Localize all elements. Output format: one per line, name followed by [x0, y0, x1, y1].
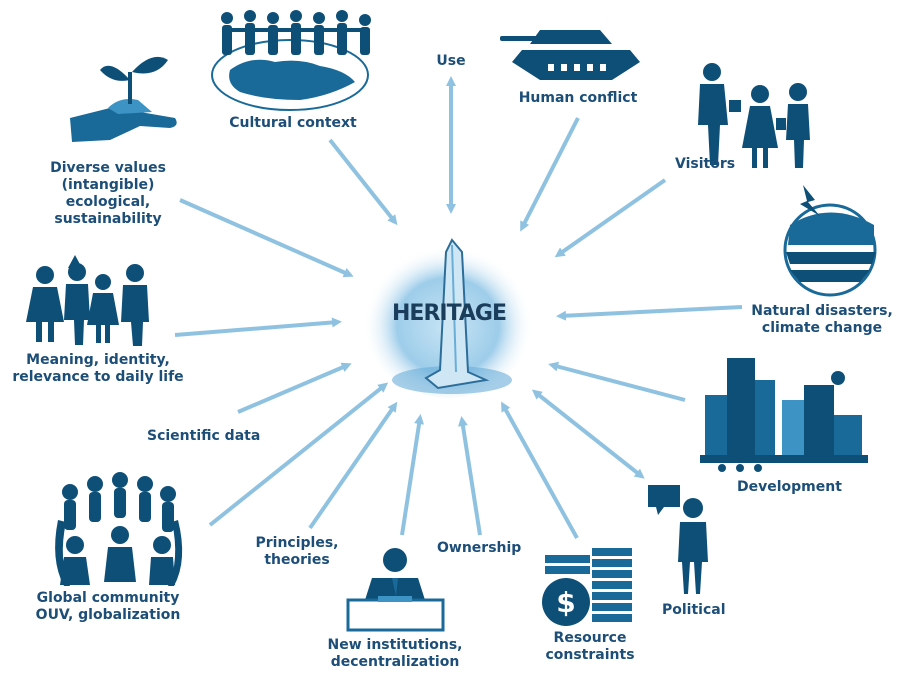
visitors-icon [698, 63, 810, 168]
speaker-icon [648, 485, 708, 594]
label-use: Use [436, 53, 466, 69]
arrow-human-conflict [520, 117, 580, 232]
label-ownership: Ownership [437, 540, 522, 556]
label-cultural-context: Cultural context [229, 115, 357, 131]
arrow-new-institutions [400, 414, 425, 536]
heritage-label: HERITAGE [392, 301, 506, 326]
label-principles: Principles, theories [255, 535, 339, 568]
arrow-meaning-identity [174, 317, 342, 337]
arrow-political [531, 389, 645, 479]
monument-icon [424, 238, 490, 390]
label-meaning-identity: Meaning, identity, relevance to daily li… [12, 352, 184, 385]
hand-seedling-icon [70, 56, 177, 142]
label-global-community: Global community OUV, globalization [35, 590, 181, 623]
tank-icon [500, 30, 640, 80]
arrow-diverse-values [179, 198, 354, 278]
label-visitors: Visitors [675, 156, 736, 172]
label-development: Development [737, 479, 842, 495]
arrow-ownership [457, 416, 482, 536]
svg-text:$: $ [556, 586, 575, 619]
people-circle-icon [55, 472, 183, 586]
label-resource-constraints: Resource constraints [545, 630, 635, 663]
label-diverse-values: Diverse values (intangible) ecological, … [50, 160, 166, 227]
arrow-cultural-context [328, 138, 398, 226]
arrow-principles [308, 401, 398, 530]
coins-dollar-icon: $ [542, 548, 632, 626]
label-political: Political [662, 602, 726, 618]
arrow-scientific-data [237, 362, 352, 414]
label-scientific-data: Scientific data [147, 428, 261, 444]
landscape-storm-icon [783, 185, 877, 297]
desk-person-icon [346, 548, 445, 632]
arrow-natural-disasters [556, 305, 743, 321]
label-natural-disasters: Natural disasters, climate change [751, 303, 893, 336]
globe-people-icon [211, 10, 371, 111]
heritage-center [363, 238, 533, 398]
city-icon [700, 358, 868, 472]
family-icon [26, 255, 149, 346]
label-human-conflict: Human conflict [518, 90, 638, 106]
arrows [174, 76, 743, 539]
arrow-visitors [554, 178, 667, 258]
arrow-global-community [208, 382, 389, 527]
label-new-institutions: New institutions, decentralization [327, 637, 463, 670]
arrow-resource-constraints [501, 401, 579, 539]
arrow-development [548, 361, 686, 402]
